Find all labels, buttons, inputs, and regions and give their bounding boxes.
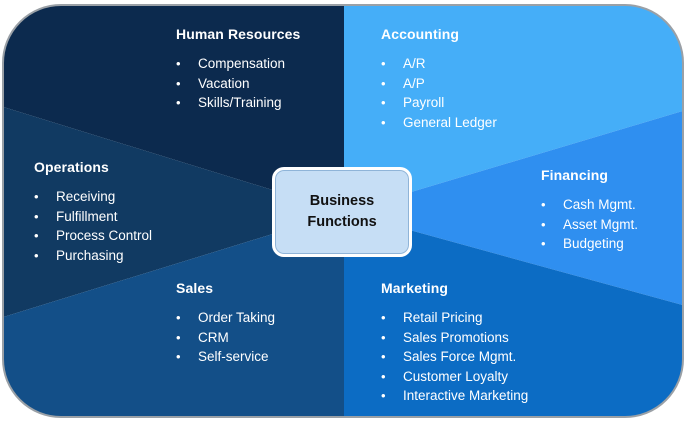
section-accounting: Accounting • A/R • A/P • Payroll • General Ledg… (381, 26, 497, 132)
list-item: • Skills/Training (176, 93, 300, 113)
list-item: • Order Taking (176, 308, 275, 328)
center-label-line2: Functions (307, 214, 377, 230)
list-item: • Sales Promotions (381, 328, 528, 348)
bullet-icon: • (541, 197, 546, 212)
list-item: • Fulfillment (34, 207, 152, 227)
list-item-label: Order Taking (198, 310, 276, 325)
bullet-icon: • (381, 56, 386, 71)
section-sales: Sales • Order Taking • CRM • Self-service (176, 280, 275, 367)
list-item-label: General Ledger (403, 114, 497, 130)
list-item: • General Ledger (381, 113, 497, 133)
bullet-icon: • (176, 329, 181, 345)
list-item-label: CRM (198, 329, 229, 345)
list-item-label: Self-service (198, 349, 269, 364)
accounting-sector (344, 5, 683, 212)
list-item-label: A/R (403, 56, 426, 71)
list-item-label: Interactive Marketing (403, 388, 529, 403)
bullet-icon: • (176, 56, 181, 71)
operations-sector (3, 106, 344, 318)
section-list: • Cash Mgmt. • Asset Mgmt. • Budgeting (541, 195, 638, 254)
list-item: • Cash Mgmt. (541, 195, 638, 215)
section-title: Financing (541, 167, 609, 183)
list-item: • Budgeting (541, 234, 638, 254)
bullet-icon: • (34, 208, 39, 224)
list-item-label: Skills/Training (198, 95, 282, 110)
list-item: • Sales Force Mgmt. (381, 347, 528, 367)
bullet-icon: • (381, 349, 386, 364)
bullet-icon: • (381, 368, 386, 384)
list-item-label: Asset Mgmt. (563, 216, 639, 232)
list-item-label: Cash Mgmt. (563, 197, 636, 212)
bullet-icon: • (381, 75, 386, 91)
financing-sector (344, 110, 683, 306)
list-item: • Interactive Marketing (381, 386, 528, 406)
list-item-label: Customer Loyalty (403, 368, 509, 384)
bullet-icon: • (176, 310, 181, 325)
section-title: Sales (176, 280, 214, 296)
bullet-icon: • (381, 95, 386, 110)
section-marketing: Marketing • Retail Pricing • Sales Promotio… (381, 280, 528, 406)
list-item-label: Compensation (198, 56, 286, 71)
list-item: • A/R (381, 54, 497, 74)
list-item: • CRM (176, 328, 275, 348)
bullet-icon: • (381, 329, 386, 345)
bullet-icon: • (34, 247, 39, 263)
list-item: • Self-service (176, 347, 275, 367)
list-item-label: Payroll (403, 95, 445, 110)
section-operations: Operations • Receiving • Fulfillment • Proces… (34, 159, 152, 265)
list-item-label: Retail Pricing (403, 310, 483, 325)
section-list: • Receiving • Fulfillment • Process Control • P… (34, 187, 152, 265)
bullet-icon: • (541, 236, 546, 251)
list-item-label: Receiving (56, 189, 116, 204)
list-item: • Asset Mgmt. (541, 215, 638, 235)
list-item: • Retail Pricing (381, 308, 528, 328)
list-item-label: Vacation (198, 75, 250, 91)
marketing-sector (344, 212, 683, 417)
section-list: • A/R • A/P • Payroll • General Ledger (381, 54, 497, 132)
bullet-icon: • (381, 114, 386, 130)
sales-sector (3, 212, 344, 417)
list-item-label: Sales Force Mgmt. (403, 349, 517, 364)
section-title: Operations (34, 159, 109, 175)
section-human-resources: Human Resources • Compensation • Vacation • S… (176, 26, 300, 113)
section-list: • Order Taking • CRM • Self-service (176, 308, 275, 367)
list-item: • Receiving (34, 187, 152, 207)
list-item-label: A/P (403, 75, 425, 91)
bullet-icon: • (381, 310, 386, 325)
bullet-icon: • (541, 216, 546, 232)
bullet-icon: • (176, 75, 181, 91)
section-title: Human Resources (176, 26, 301, 42)
list-item: • Process Control (34, 226, 152, 246)
list-item-label: Fulfillment (56, 208, 118, 224)
list-item: • Vacation (176, 74, 300, 94)
list-item: • Compensation (176, 54, 300, 74)
center-business-functions-box: Business Functions (272, 167, 412, 257)
bullet-icon: • (34, 228, 39, 243)
list-item: • Customer Loyalty (381, 367, 528, 387)
center-label-line1: Business (309, 193, 375, 209)
section-list: • Retail Pricing • Sales Promotions • Sales F… (381, 308, 528, 406)
section-financing: Financing • Cash Mgmt. • Asset Mgmt. • Budget… (541, 167, 638, 254)
diagram-border (2, 4, 684, 418)
list-item: • Payroll (381, 93, 497, 113)
list-item-label: Process Control (56, 228, 153, 243)
bullet-icon: • (381, 388, 386, 403)
hr-sector (3, 5, 344, 212)
bullet-icon: • (176, 349, 181, 364)
section-title: Marketing (381, 280, 449, 296)
list-item: • Purchasing (34, 246, 152, 266)
list-item-label: Budgeting (563, 236, 624, 251)
list-item-label: Sales Promotions (403, 329, 509, 345)
list-item: • A/P (381, 74, 497, 94)
section-title: Accounting (381, 26, 459, 42)
list-item-label: Purchasing (56, 247, 124, 263)
bullet-icon: • (34, 189, 39, 204)
section-list: • Compensation • Vacation • Skills/Training (176, 54, 300, 113)
bullet-icon: • (176, 95, 181, 110)
